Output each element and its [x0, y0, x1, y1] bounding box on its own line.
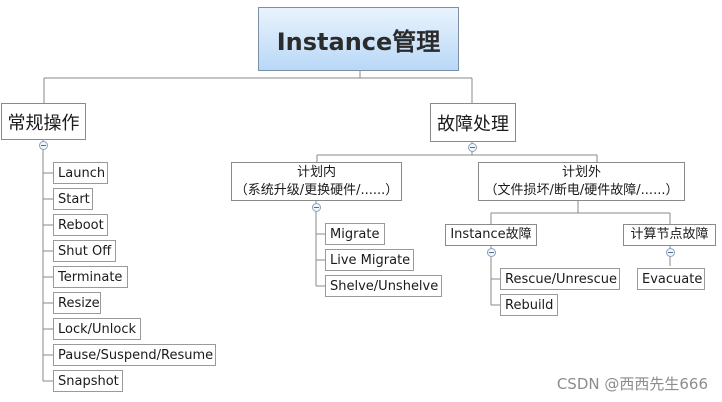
leaf-lock-unlock[interactable]: Lock/Unlock — [53, 318, 141, 340]
leaf-label: Pause/Suspend/Resume — [58, 347, 214, 363]
leaf-label: Evacuate — [642, 271, 703, 287]
leaf-migrate[interactable]: Migrate — [325, 223, 385, 245]
branch-fault-handling[interactable]: 故障处理 — [430, 103, 516, 142]
leaf-label: Launch — [58, 165, 106, 181]
leaf-shut-off[interactable]: Shut Off — [53, 240, 116, 262]
leaf-pause-suspend-resume[interactable]: Pause/Suspend/Resume — [53, 344, 216, 366]
collapse-instance-fault-icon[interactable] — [487, 248, 496, 257]
leaf-evacuate[interactable]: Evacuate — [637, 268, 705, 290]
leaf-label: Shut Off — [58, 243, 112, 259]
root-label: Instance管理 — [276, 27, 441, 56]
group-unplanned-subtitle: （文件损坏/断电/硬件故障/......） — [484, 182, 679, 198]
group-unplanned[interactable]: 计划外 （文件损坏/断电/硬件故障/......） — [478, 162, 685, 201]
group-node-fault[interactable]: 计算节点故障 — [623, 224, 716, 246]
leaf-shelve-unshelve[interactable]: Shelve/Unshelve — [325, 275, 442, 297]
leaf-label: Snapshot — [58, 373, 119, 389]
leaf-label: Rescue/Unrescue — [505, 271, 617, 287]
branch-routine-ops[interactable]: 常规操作 — [1, 103, 86, 140]
leaf-label: Shelve/Unshelve — [330, 278, 439, 294]
leaf-rebuild[interactable]: Rebuild — [500, 294, 558, 316]
collapse-fault-icon[interactable] — [468, 143, 477, 152]
leaf-label: Rebuild — [505, 297, 554, 313]
leaf-reboot[interactable]: Reboot — [53, 214, 108, 236]
group-planned-subtitle: （系统升级/更换硬件/......） — [234, 182, 399, 198]
group-unplanned-title: 计划外 — [561, 164, 601, 180]
group-instance-fault[interactable]: Instance故障 — [445, 224, 537, 246]
branch-routine-label: 常规操作 — [7, 112, 80, 134]
group-planned-title: 计划内 — [296, 164, 336, 180]
leaf-label: Lock/Unlock — [58, 321, 137, 337]
leaf-launch[interactable]: Launch — [53, 162, 108, 184]
root-node[interactable]: Instance管理 — [258, 7, 459, 71]
leaf-label: Migrate — [330, 226, 380, 242]
leaf-terminate[interactable]: Terminate — [53, 266, 128, 288]
leaf-label: Reboot — [58, 217, 104, 233]
group-planned[interactable]: 计划内 （系统升级/更换硬件/......） — [231, 162, 402, 201]
leaf-label: Start — [58, 191, 90, 207]
leaf-label: Terminate — [58, 269, 123, 285]
group-node-fault-label: 计算节点故障 — [630, 227, 709, 242]
leaf-label: Live Migrate — [330, 252, 411, 268]
collapse-planned-icon[interactable] — [312, 203, 321, 212]
group-instance-fault-label: Instance故障 — [450, 227, 532, 242]
branch-fault-label: 故障处理 — [437, 113, 509, 135]
leaf-rescue-unrescue[interactable]: Rescue/Unrescue — [500, 268, 620, 290]
watermark-text: CSDN @西西先生666 — [556, 375, 708, 393]
collapse-routine-icon[interactable] — [39, 141, 48, 150]
leaf-snapshot[interactable]: Snapshot — [53, 370, 123, 392]
leaf-start[interactable]: Start — [53, 188, 93, 210]
collapse-node-fault-icon[interactable] — [666, 248, 675, 257]
leaf-resize[interactable]: Resize — [53, 292, 101, 314]
leaf-live-migrate[interactable]: Live Migrate — [325, 249, 414, 271]
leaf-label: Resize — [58, 295, 100, 311]
